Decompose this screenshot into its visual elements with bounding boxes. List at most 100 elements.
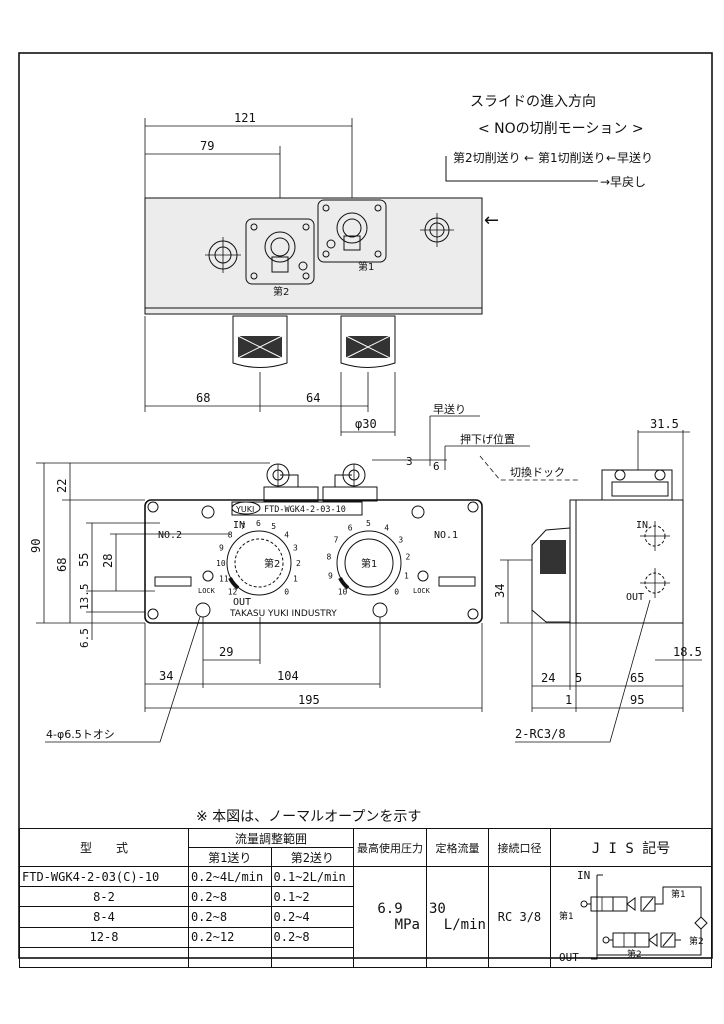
spec-table: 型 式 流量調整範囲 最高使用圧力 定格流量 接続口径 J I S 記号 第1送… [19, 828, 712, 969]
dial-scale-label: 4 [384, 523, 389, 532]
row-empty [19, 946, 189, 969]
callout-rapid: 早送り [433, 402, 466, 416]
dial-scale-label: 6 [348, 523, 353, 532]
front-view: 早送り 押下げ位置 切換ドック 3 6 [29, 402, 580, 743]
label-no1: NO.1 [434, 530, 458, 541]
motion-bracket [445, 156, 598, 182]
dial-label-no1: 第1 [361, 557, 377, 570]
top-knob-left [205, 237, 241, 273]
heading-line1: スライドの進入方向 [470, 94, 596, 110]
side-knob-knurl [540, 540, 566, 574]
cell-pressure: 6.9 MPa [353, 866, 427, 968]
dim-104: 104 [277, 669, 299, 683]
hdr-rated: 定格流量 [425, 828, 489, 867]
callout-dog-line [479, 455, 580, 481]
dim-31-5: 31.5 [650, 417, 679, 431]
note: ※ 本図は、ノーマルオープンを示す [196, 809, 422, 825]
callout-holes: 4-φ6.5トオシ [46, 728, 115, 741]
row-f1: 0.2~4L/min [187, 865, 272, 888]
dial-scale-label: 4 [284, 531, 289, 540]
dim-95: 95 [630, 693, 644, 707]
jis-no1b: 第1 [559, 910, 574, 922]
entry-arrow: ← [484, 210, 499, 231]
dim-29: 29 [219, 645, 233, 659]
dial-scale-label: 6 [256, 519, 261, 528]
dim-121: 121 [234, 111, 256, 125]
top-knob-right [420, 213, 454, 247]
hdr-flow: 流量調整範囲 [187, 828, 355, 848]
dim-65: 65 [630, 671, 644, 685]
dim-195: 195 [298, 693, 320, 707]
top-knurled-knob-left [232, 315, 288, 368]
dial-scale-label: 10 [338, 587, 348, 596]
motion-rapid-fwd: 早送り [617, 150, 653, 165]
dim-68-top: 68 [196, 391, 210, 405]
cell-jis: IN OUT 第1 第1 [550, 866, 712, 968]
dial-scale-label: 7 [334, 536, 339, 545]
row-model: 8-4 [19, 906, 189, 928]
row-model: 12-8 [19, 926, 189, 948]
hdr-port: 接続口径 [487, 828, 552, 867]
motion-arrow-b: ← [606, 151, 616, 165]
row-empty [187, 946, 272, 969]
front-screws [147, 501, 479, 620]
top-view: スライドの進入方向 < NOの切削モーション > 第2切削送り ← 第1切削送り… [144, 94, 653, 436]
side-label-in: IN [636, 520, 648, 531]
model-plate: FTD-WGK4-2-03-10 [264, 505, 346, 515]
dial-scale-label: 2 [406, 553, 411, 562]
dim-24: 24 [541, 671, 555, 685]
row-f2: 0.2~4 [270, 906, 355, 928]
slot-left [154, 576, 192, 587]
hdr-pressure: 最高使用圧力 [353, 828, 427, 867]
row-f2: 0.1~2 [270, 886, 355, 908]
callout-press-line [444, 445, 530, 470]
row-f2: 0.1~2L/min [270, 865, 355, 888]
motion-arrow-a: ← [524, 151, 534, 165]
cell-port: RC 3/8 [487, 866, 552, 968]
dial-scale-label: 0 [394, 587, 399, 596]
slot-right [438, 576, 476, 587]
dim-64: 64 [306, 391, 320, 405]
dial-scale-label: 9 [328, 571, 333, 580]
dial-scale-label: 5 [366, 519, 371, 528]
dial-scale-label: 2 [296, 559, 301, 568]
dim-79: 79 [200, 139, 214, 153]
row-f1: 0.2~8 [187, 886, 272, 908]
row-f1: 0.2~8 [187, 906, 272, 928]
dial-scale-label: 12 [228, 587, 238, 596]
top-label-no2: 第2 [273, 285, 289, 298]
dial-scale-label: 5 [271, 522, 276, 531]
jis-no1: 第1 [671, 888, 686, 900]
dim-90: 90 [29, 539, 43, 553]
row-model: 8-2 [19, 886, 189, 908]
maker: TAKASU YUKI INDUSTRY [229, 609, 337, 619]
front-roller-right [322, 463, 378, 502]
dial-scale-label: 8 [327, 553, 332, 562]
jis-no2b: 第2 [689, 935, 704, 947]
jis-out: OUT [559, 951, 579, 964]
jis-no2: 第2 [627, 948, 642, 960]
motion-rapid-ret: →早戻し [600, 175, 646, 189]
dial-scale-label: 7 [241, 522, 246, 531]
lock-right-icon [417, 570, 429, 582]
holes-leader [45, 616, 201, 743]
label-in: IN [233, 520, 245, 531]
dim-34-front: 34 [159, 669, 173, 683]
cell-rated: 30 L/min [425, 866, 489, 968]
lock-left-icon [202, 570, 214, 582]
side-label-out: OUT [626, 592, 644, 603]
hdr-model: 型 式 [19, 828, 189, 867]
dim-28: 28 [101, 554, 115, 568]
front-vertical-dims [36, 462, 270, 640]
label-out: OUT [233, 597, 251, 608]
dim-22: 22 [55, 479, 69, 493]
dial-scale-label: 1 [293, 574, 298, 583]
port-in [640, 521, 670, 551]
hdr-feed1: 第1送り [187, 847, 272, 867]
top-knurled-knob-right [340, 315, 396, 368]
dim-1: 1 [565, 693, 572, 707]
dim-13-5: 13.5 [78, 584, 91, 611]
